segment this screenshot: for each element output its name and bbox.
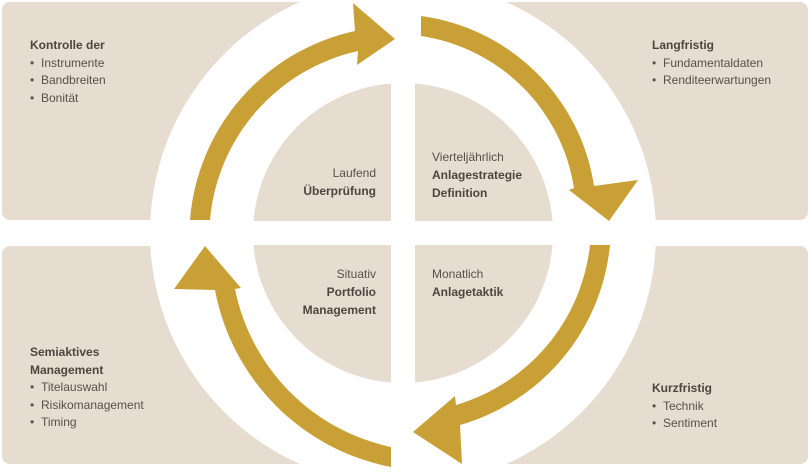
corner-title: Kontrolle der bbox=[30, 38, 105, 52]
cycle-arrows bbox=[174, 3, 638, 467]
list-item: Bonität bbox=[30, 90, 106, 108]
arrow-top-right bbox=[421, 16, 638, 221]
arrow-top-left bbox=[190, 3, 395, 220]
list-item: Titelauswahl bbox=[30, 379, 144, 397]
quadrant-title-line1: Portfolio bbox=[326, 285, 376, 299]
list-item: Technik bbox=[652, 398, 717, 416]
corner-title: Langfristig bbox=[652, 38, 714, 52]
corner-title: Kurzfristig bbox=[652, 381, 712, 395]
quadrant-bottom-right: Monatlich Anlagetaktik bbox=[432, 265, 503, 301]
quadrant-frequency: Situativ bbox=[336, 267, 376, 281]
arrow-bottom-right bbox=[413, 245, 610, 464]
arrow-bottom-left bbox=[174, 246, 391, 467]
quadrant-frequency: Vierteljährlich bbox=[432, 150, 504, 164]
corner-top-right: Langfristig Fundamentaldaten Renditeerwa… bbox=[652, 37, 771, 90]
list-item: Risikomanagement bbox=[30, 397, 144, 415]
quadrant-title-line2: Management bbox=[302, 303, 376, 317]
list-item: Bandbreiten bbox=[30, 72, 106, 90]
list-item: Renditeerwartungen bbox=[652, 72, 771, 90]
quadrant-title-line1: Anlagestrategie bbox=[432, 168, 523, 182]
list-item: Timing bbox=[30, 414, 144, 432]
corner-title-line2: Management bbox=[30, 362, 104, 377]
corner-top-left: Kontrolle der Instrumente Bandbreiten Bo… bbox=[30, 37, 106, 107]
corner-bottom-left: Semiaktives Management Titelauswahl Risi… bbox=[30, 344, 144, 432]
list-item: Instrumente bbox=[30, 55, 106, 73]
corner-title-line1: Semiaktives bbox=[30, 345, 100, 359]
list-item: Fundamentaldaten bbox=[652, 55, 771, 73]
quadrant-top-left: Laufend Überprüfung bbox=[303, 164, 376, 200]
quadrant-bottom-left: Situativ Portfolio Management bbox=[303, 265, 376, 319]
quadrant-top-right: Vierteljährlich Anlagestrategie Definiti… bbox=[432, 148, 522, 202]
quadrant-title-line2: Definition bbox=[432, 186, 488, 200]
quadrant-frequency: Laufend bbox=[332, 166, 376, 180]
quadrant-title: Überprüfung bbox=[303, 184, 376, 198]
quadrant-frequency: Monatlich bbox=[432, 267, 484, 281]
list-item: Sentiment bbox=[652, 415, 717, 433]
corner-bottom-right: Kurzfristig Technik Sentiment bbox=[652, 380, 717, 433]
separator-horizontal bbox=[0, 221, 810, 245]
quadrant-title: Anlagetaktik bbox=[432, 285, 504, 299]
